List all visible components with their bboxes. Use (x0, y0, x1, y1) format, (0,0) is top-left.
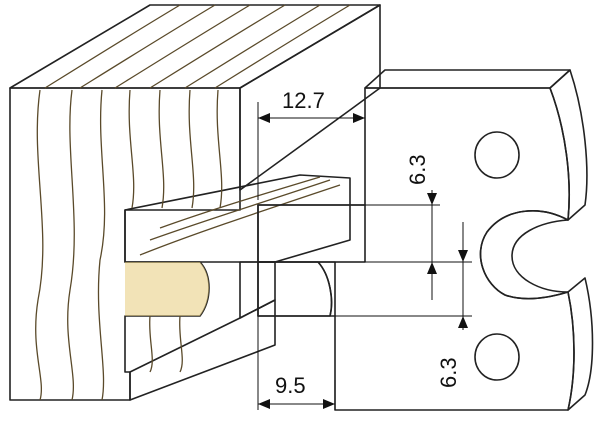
knife-hole-upper (474, 131, 520, 179)
dimension-lower-height: 6.3 (436, 357, 461, 388)
knife-hole-lower (474, 333, 520, 381)
knife-top-edge (364, 69, 571, 89)
knife-tongue-profile (257, 204, 366, 263)
knife-front-face (257, 87, 575, 411)
knife-blade (257, 69, 594, 411)
dimensions: 12.7 9.5 6.3 6.3 (257, 88, 472, 410)
wood-bottom-side (129, 299, 276, 401)
wood-tongue (124, 174, 351, 263)
wood-front-face (9, 87, 241, 401)
wood-grain (35, 4, 351, 401)
dimension-upper-height: 6.3 (405, 154, 430, 185)
wood-groove-shade (125, 262, 209, 316)
dimension-bottom-width: 9.5 (275, 373, 306, 398)
knife-cove-notch (257, 261, 333, 317)
wood-block (9, 4, 381, 401)
knife-bead-notch (479, 210, 569, 300)
dimension-top-width: 12.7 (282, 88, 325, 113)
